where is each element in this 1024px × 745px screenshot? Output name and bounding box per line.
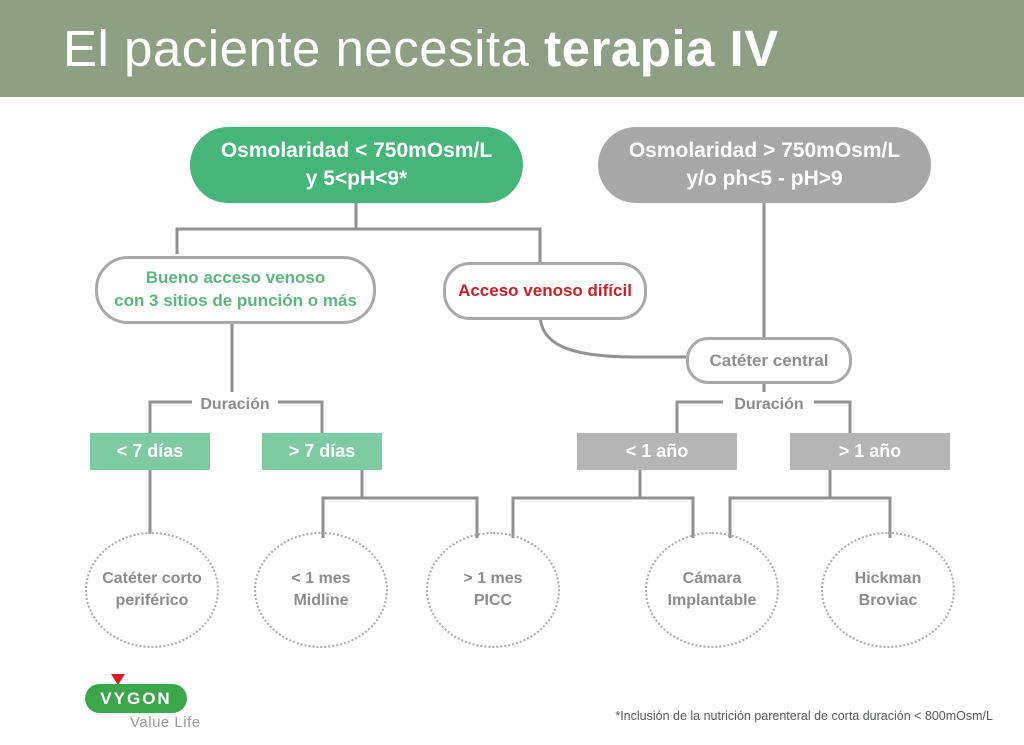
node-more-7-days: > 7 días [262, 433, 382, 470]
title-banner: El paciente necesita terapia IV [0, 0, 1024, 97]
duration-label-right: Duración [726, 394, 812, 416]
node-good-venous-access: Bueno acceso venoso con 3 sitios de punc… [95, 256, 376, 324]
logo-tagline: Value Life [130, 714, 201, 731]
midline-line1: < 1 mes [291, 569, 351, 587]
picc-line1: > 1 mes [463, 569, 523, 587]
line-gt1y-split [728, 496, 892, 538]
logo-wordmark: VYGON [85, 684, 187, 713]
short-peripheral-line2: periférico [115, 592, 189, 609]
node-osmolarity-high-line2: y/o ph<5 - pH>9 [686, 167, 843, 190]
node-midline: < 1 mes Midline [254, 532, 388, 648]
node-hickman-broviac: Hickman Broviac [821, 532, 955, 648]
node-osmolarity-high: Osmolaridad > 750mOsm/L y/o ph<5 - pH>9 [598, 127, 931, 203]
picc-line2: PICC [473, 592, 513, 609]
vygon-logo: VYGON Value Life [85, 674, 225, 731]
node-difficult-access-label: Acceso venoso difícil [458, 281, 632, 300]
node-good-access-line2: con 3 sitios de punción o más [114, 291, 357, 310]
footnote: *Inclusión de la nutrición parenteral de… [615, 709, 993, 723]
page-title: El paciente necesita terapia IV [63, 19, 779, 78]
logo-triangle-icon [111, 674, 125, 685]
page-title-bold: terapia IV [544, 20, 779, 77]
node-implantable-port: Cámara Implantable [645, 532, 779, 648]
node-more-1-year: > 1 año [790, 433, 950, 470]
hickman-broviac-line2: Broviac [858, 592, 918, 609]
node-osmolarity-low: Osmolaridad < 750mOsm/L y 5<pH<9* [190, 127, 523, 203]
short-peripheral-line1: Catéter corto [102, 569, 202, 587]
duration-label-left: Duración [192, 394, 278, 416]
hickman-broviac-line1: Hickman [854, 569, 922, 587]
line-osmolow-split [175, 227, 542, 262]
bracket-left-arm2 [278, 400, 324, 433]
node-less-1-year: < 1 año [577, 433, 737, 470]
node-difficult-venous-access: Acceso venoso difícil [443, 262, 647, 320]
node-picc: > 1 mes PICC [426, 532, 560, 648]
node-short-peripheral-catheter: Catéter corto periférico [85, 532, 219, 648]
node-central-catheter: Catéter central [686, 337, 852, 384]
bracket-right-arm1 [675, 400, 723, 433]
line-lt1y-split [511, 496, 695, 538]
node-less-7-days: < 7 días [90, 433, 210, 470]
midline-line2: Midline [293, 592, 349, 609]
node-osmolarity-high-line1: Osmolaridad > 750mOsm/L [628, 138, 901, 162]
node-good-access-line1: Bueno acceso venoso [145, 268, 326, 288]
node-osmolarity-low-line1: Osmolaridad < 750mOsm/L [220, 138, 493, 162]
node-central-catheter-label: Catéter central [709, 350, 829, 370]
implantable-port-line2: Implantable [667, 592, 757, 609]
page-title-regular: El paciente necesita [63, 20, 545, 77]
implantable-port-line1: Cámara [682, 569, 742, 587]
curve-difficult-to-central [538, 313, 686, 359]
bracket-right-arm2 [814, 400, 852, 433]
bracket-left-arm1 [148, 400, 194, 433]
node-osmolarity-low-line2: y 5<pH<9* [305, 167, 408, 190]
line-gt7-split [321, 496, 479, 538]
